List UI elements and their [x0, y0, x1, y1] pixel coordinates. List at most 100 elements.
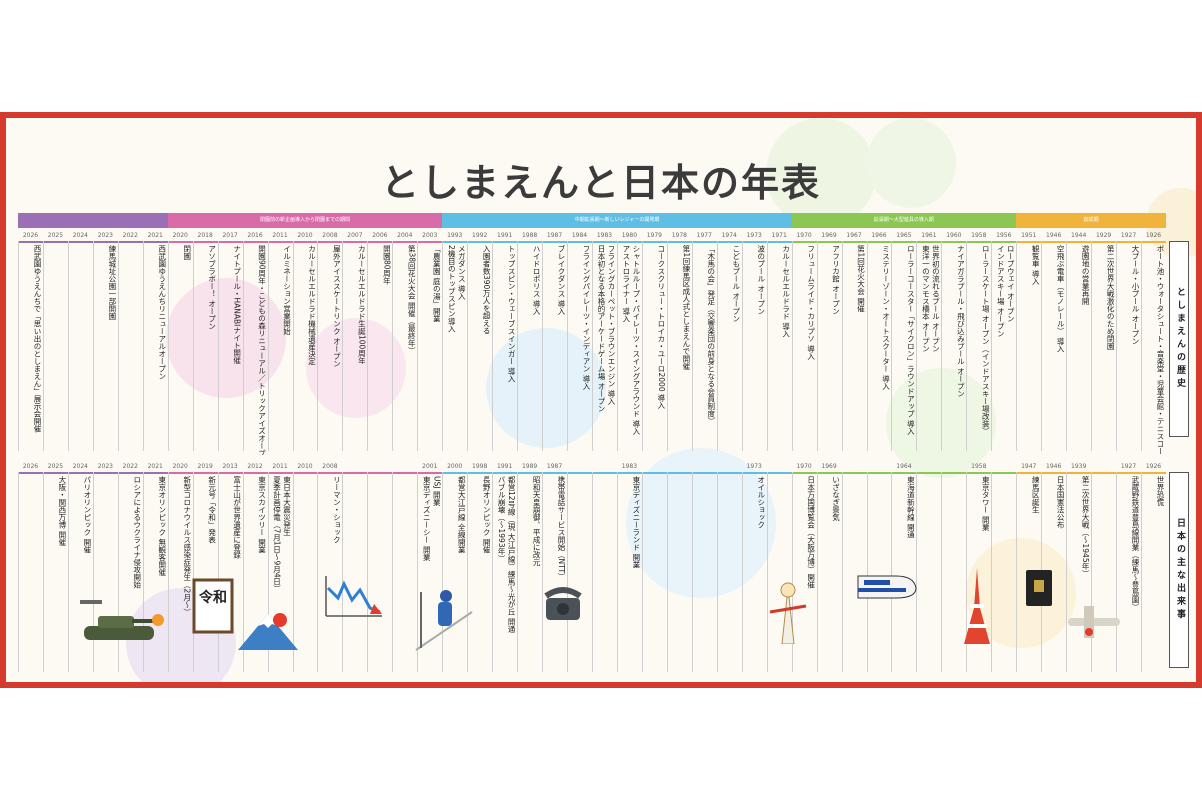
timeline-column: 第38回花火大会 開催（最終年）	[392, 241, 417, 451]
timeline-column	[292, 472, 318, 672]
event-text: 世界初の流れるプール オープン	[931, 245, 941, 353]
timeline-column: 西武園ゆうえんちリニューアルオープン	[142, 241, 168, 451]
year-label	[991, 461, 1017, 474]
timeline-column: USJ 開業東京ディズニーシー 開業	[417, 472, 442, 672]
timeline-column: ボート池・ウォータシュート・音楽堂・児童会館・テニスコート完成	[1141, 241, 1166, 455]
timeline-column: 都営12号線（現 大江戸線）練馬〜光が丘 開通バブル崩壊（〜1993年）	[492, 472, 517, 672]
timeline-column: 練馬城址公園一部開園	[92, 241, 118, 451]
year-label: 2025	[42, 461, 68, 474]
events-row: 大阪・関西万博 開催パリオリンピック 開催ロシアによるウクライナ侵攻開始東京オリ…	[18, 472, 1166, 672]
year-label: 2023	[92, 461, 118, 474]
event-text: 携帯電話サービス開始（NTT）	[557, 476, 567, 581]
side-label-text: としまえんの歴史	[1175, 287, 1185, 391]
event-text: アフリカ館 オープン	[831, 245, 841, 315]
timeline-column: 東海道新幹線 開通	[891, 472, 916, 672]
event-text-secondary: 2機目のトップスピン導入	[447, 245, 457, 333]
timeline-column	[716, 472, 742, 672]
timeline-column: 富士山が世界遺産に登録	[217, 472, 243, 672]
timeline-column	[42, 241, 68, 451]
event-text: 第1回練馬区成人式としまえんで開催	[681, 245, 691, 370]
year-label: 2021	[142, 461, 168, 474]
tokyo-tower-illustration	[964, 568, 990, 644]
year-label: 1926	[1141, 230, 1166, 243]
timeline-column: 武蔵野鉄道豊島線開業（練馬〜豊島園）	[1116, 472, 1141, 672]
year-label	[666, 461, 692, 474]
event-text: ボート池・ウォータシュート・音楽堂・児童会館・テニスコート完成	[1155, 245, 1165, 455]
event-text: 大阪・関西万博 開催	[57, 476, 67, 546]
era-bands: 閉園前の新企画導入から閉園までの期間中期拡張期〜新しいレジャーの開発期拡張期〜大…	[18, 213, 1166, 228]
year-label: 2018	[192, 230, 218, 243]
year-label	[841, 461, 867, 474]
event-text: フライングカーペット・ブラウンエンジン 導入	[606, 245, 616, 405]
event-text: 東海道新幹線 開通	[906, 476, 916, 539]
year-label: 1983	[616, 461, 642, 474]
decor-circle-green	[886, 368, 996, 478]
timeline-column: トップスピン・ウェーブスインガー 導入	[492, 241, 517, 451]
event-text: リーマン・ショック	[332, 476, 342, 544]
history-row: 西武園ゆうえんちで「思い出のとしまえん」展示会開催 練馬城址公園一部開園西武園ゆう…	[18, 241, 1166, 455]
side-label-history: としまえんの歴史	[1169, 241, 1189, 437]
year-label: 1970	[791, 461, 817, 474]
year-label	[367, 461, 393, 474]
timeline-column: こどもプール オープン	[716, 241, 742, 451]
event-text: ミステリーゾーン・オートスクーター 導入	[881, 245, 891, 390]
ski-jumper-illustration	[415, 590, 473, 651]
year-label: 1927	[1116, 461, 1142, 474]
year-label	[916, 461, 942, 474]
event-text: コークスクリュー・トロイカ・ユーロ2000 導入	[656, 245, 666, 409]
event-text: 都営12号線（現 大江戸線）練馬〜光が丘 開通	[507, 476, 517, 633]
timeline-column: フライングパイレーツ・インディアン 導入	[567, 241, 592, 451]
year-label: 2024	[67, 461, 93, 474]
timeline-column: 第二次世界大戦（〜1945年）	[1066, 472, 1091, 672]
year-label: 2001	[417, 461, 443, 474]
year-label: 1970	[791, 230, 817, 243]
decor-circle-pink	[306, 318, 406, 418]
event-text-secondary: 夏季計画停電（7月1日〜9月4日）	[272, 476, 282, 593]
event-text: ローラーコースター「サイクロン」ラウンドアップ 導入	[906, 245, 916, 435]
year-label: 1980	[616, 230, 642, 243]
timeline-column: ナイトプール・HANABIナイト開催	[217, 241, 243, 451]
year-label: 1956	[991, 230, 1017, 243]
event-text: 閉園	[182, 245, 192, 260]
year-label	[641, 461, 667, 474]
page-title: としまえんと日本の年表	[380, 161, 821, 205]
timeline-column	[342, 472, 367, 672]
timeline-column: 世界初の流れるプール オープン東洋一のマンモス橋本 オープン	[916, 241, 941, 451]
timeline-column: 第二次世界大戦激化のため閉園	[1091, 241, 1116, 451]
event-text: ローラースケート場 オープン（インドアスキー場改装）	[981, 245, 991, 435]
year-label	[592, 461, 617, 474]
year-label	[766, 461, 792, 474]
year-label: 1964	[891, 461, 917, 474]
event-text: ナイアガラプール・飛び込みプール オープン	[956, 245, 966, 398]
timeline-column: 「農業園 庭の湯」開業	[417, 241, 442, 451]
year-label: 2011	[267, 461, 293, 474]
event-text: 波のプール オープン	[756, 245, 766, 315]
event-text: 入園者数390万人を超える	[482, 245, 492, 335]
timeline-column: 遊園地の営業再開	[1066, 241, 1091, 451]
year-label: 1969	[816, 461, 842, 474]
timeline-column: ハイドロポリス 導入	[517, 241, 542, 451]
era-band-3: 中期拡張期〜新しいレジャーの開発期	[442, 213, 792, 228]
event-text: 屋外アイススケートリンク オープン	[332, 245, 342, 368]
timeline-column: 第1回花火大会 開催	[841, 241, 867, 451]
timeline-column: 大阪・関西万博 開催	[42, 472, 68, 672]
year-label: 1978	[666, 230, 692, 243]
decor-circle-pink	[166, 278, 286, 398]
event-text: 西武園ゆうえんちで「思い出のとしまえん」展示会開催	[32, 245, 42, 433]
year-label: 2017	[217, 230, 243, 243]
event-text: 東京スカイツリー 開業	[257, 476, 267, 554]
year-label: 1951	[1016, 230, 1042, 243]
year-label: 1992	[467, 230, 493, 243]
timeline-column: 開園80周年	[367, 241, 392, 451]
event-text: アソブラボー！ オープン	[207, 245, 217, 330]
event-text: パリオリンピック 開催	[82, 476, 92, 554]
event-text: メガダンス 導入	[457, 245, 467, 300]
event-text: カルーセルエルドラド 導入	[781, 245, 791, 338]
year-label: 2008	[317, 230, 343, 243]
year-label: 2010	[292, 230, 318, 243]
year-label: 2024	[67, 230, 93, 243]
timeline-column: 長野オリンピック 開催	[467, 472, 492, 672]
era-band-2: 閉園前の新企画導入から閉園までの期間	[167, 213, 443, 228]
timeline-column: ミステリーゾーン・オートスクーター 導入	[866, 241, 892, 451]
